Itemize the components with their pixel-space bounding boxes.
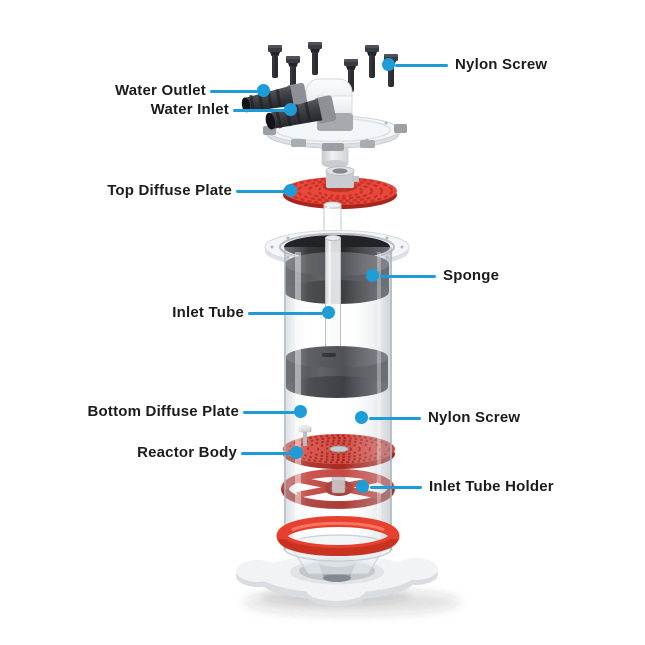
label-nylon-screw-mid: Nylon Screw <box>428 409 521 426</box>
leader-reactor-body <box>241 452 294 455</box>
leader-inlet-tube-holder <box>370 486 422 489</box>
label-sponge: Sponge <box>443 267 500 284</box>
lid-clamp-tab <box>394 124 407 133</box>
label-reactor-body: Reactor Body <box>137 444 237 461</box>
lid-assembly <box>241 78 407 168</box>
leader-nylon-screw-top <box>395 64 448 67</box>
leader-water-inlet <box>233 109 286 112</box>
dot-bottom-diffuse-plate <box>294 405 307 418</box>
label-top-diffuse-plate: Top Diffuse Plate <box>107 182 232 199</box>
reactor-body-cylinder <box>283 247 393 562</box>
leader-bottom-diffuse-plate <box>243 411 298 414</box>
nylon-screw-icon <box>365 45 379 78</box>
label-water-outlet: Water Outlet <box>114 82 206 99</box>
dot-top-diffuse-plate <box>284 184 297 197</box>
leader-inlet-tube <box>248 312 325 315</box>
label-nylon-screw-top: Nylon Screw <box>455 56 548 73</box>
leader-water-outlet <box>210 90 261 93</box>
label-bottom-diffuse-plate: Bottom Diffuse Plate <box>87 403 239 420</box>
label-water-inlet: Water Inlet <box>150 101 229 118</box>
top-diffuse-plate-part <box>283 166 397 209</box>
dot-water-inlet <box>284 103 297 116</box>
leader-sponge <box>380 275 436 278</box>
label-inlet-tube: Inlet Tube <box>172 304 244 321</box>
label-inlet-tube-holder: Inlet Tube Holder <box>429 478 554 495</box>
dot-nylon-screw-top <box>382 58 395 71</box>
lid-clamp-tab <box>322 143 344 151</box>
nylon-screw-icon <box>308 42 322 75</box>
dot-nylon-screw-mid <box>355 411 368 424</box>
leader-top-diffuse-plate <box>236 190 288 193</box>
leader-nylon-screw-mid <box>369 417 421 420</box>
nylon-screw-icon <box>268 45 282 78</box>
dot-inlet-tube-holder <box>356 480 369 493</box>
water-outlet-barb <box>241 82 308 113</box>
oring-collar <box>276 516 400 556</box>
dot-inlet-tube <box>322 306 335 319</box>
dot-water-outlet <box>257 84 270 97</box>
dot-reactor-body <box>290 446 303 459</box>
dot-sponge <box>366 269 379 282</box>
